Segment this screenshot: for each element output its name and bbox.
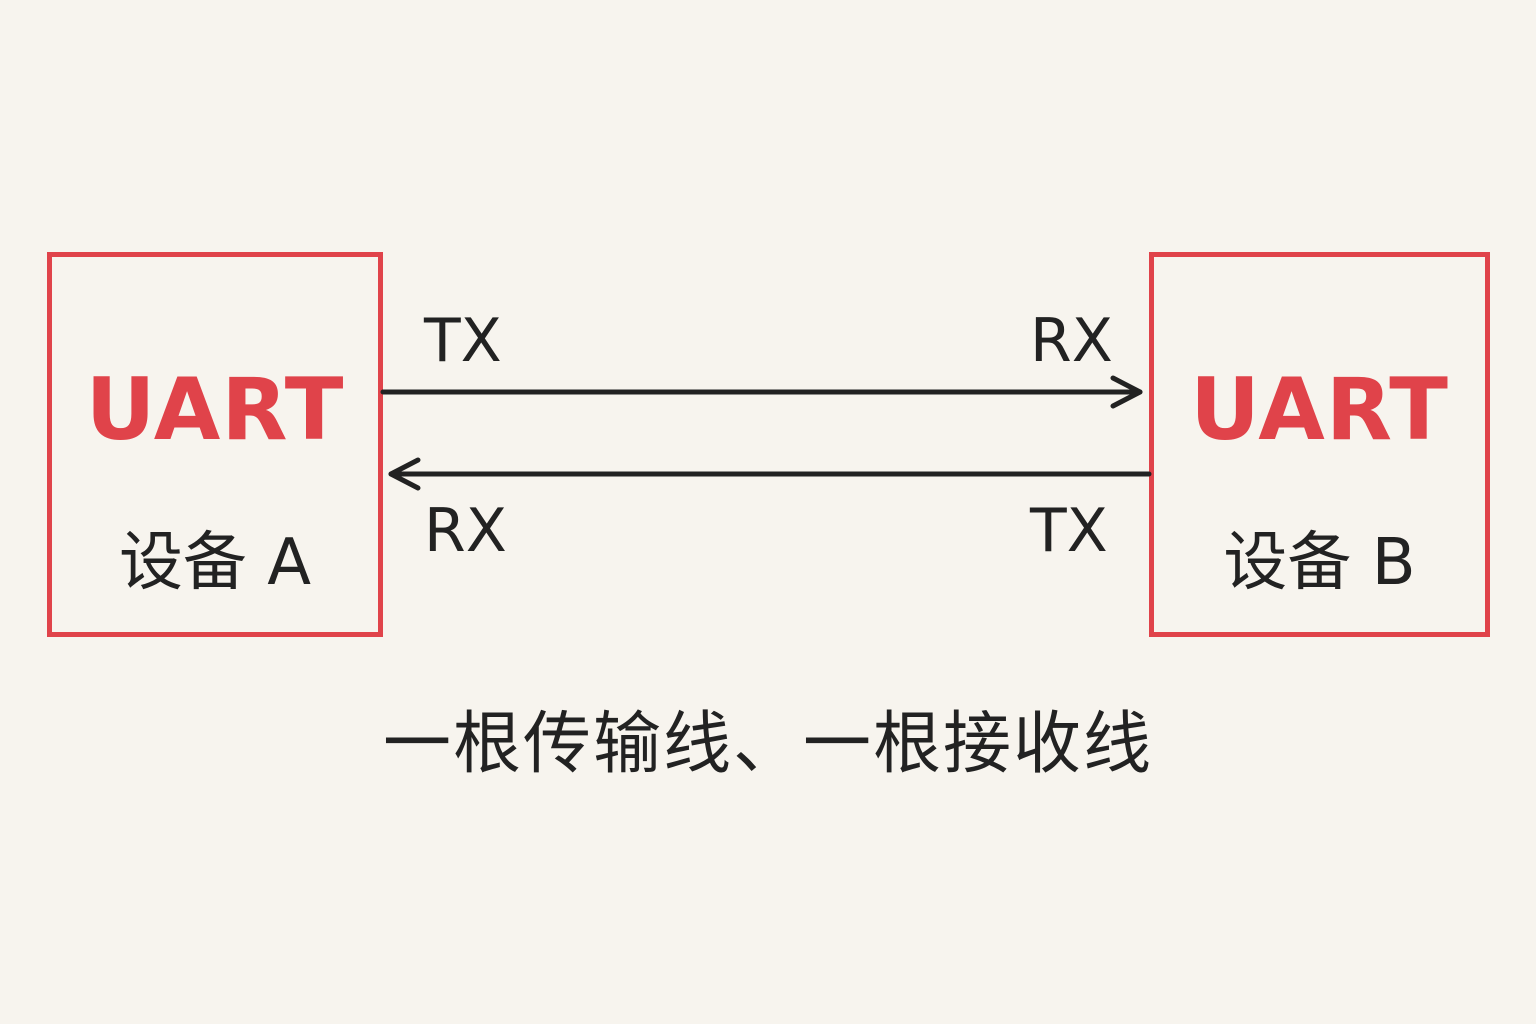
device-a-rx-label: RX <box>424 496 507 566</box>
arrowhead-right-icon <box>1110 375 1143 409</box>
device-a-tx-label: TX <box>424 306 502 376</box>
device-b-rx-label: RX <box>1030 306 1113 376</box>
device-b-box: UART 设备 B <box>1149 252 1490 637</box>
device-b-uart-label: UART <box>1190 360 1449 460</box>
device-b-tx-label: TX <box>1030 496 1108 566</box>
device-a-uart-label: UART <box>85 360 345 460</box>
device-b-name: 设备 B <box>1223 526 1416 600</box>
wire-b-tx-to-a-rx <box>388 457 1152 491</box>
device-a-box: UART 设备 A <box>47 252 383 637</box>
wire-a-tx-to-b-rx <box>380 375 1143 409</box>
device-a-name: 设备 A <box>118 526 312 600</box>
diagram-caption: 一根传输线、一根接收线 <box>382 705 1153 784</box>
arrowhead-left-icon <box>388 457 421 491</box>
